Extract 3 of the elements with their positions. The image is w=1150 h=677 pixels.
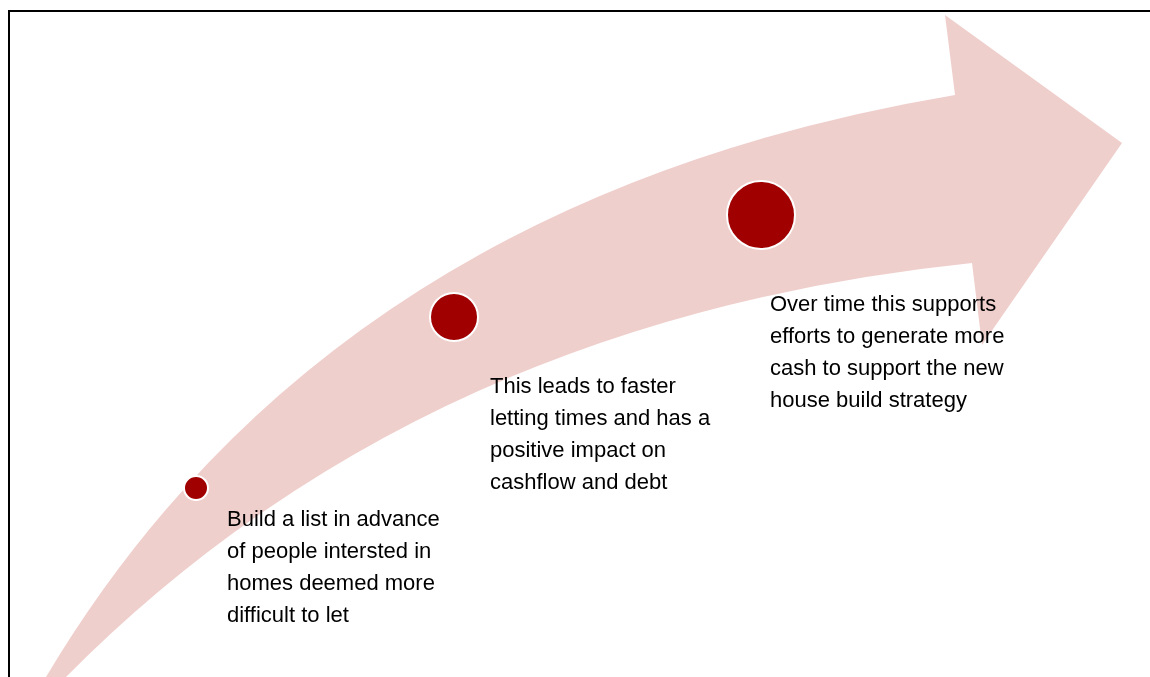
step-description: This leads to faster letting times and has a positive impact on cashflow and debt — [490, 372, 712, 496]
step-description: Build a list in advance of people intersted in homes deemed more difficult to let — [227, 505, 441, 629]
step-description: Over time this supports efforts to generate more cash to support the new house build strategy — [770, 290, 1005, 414]
